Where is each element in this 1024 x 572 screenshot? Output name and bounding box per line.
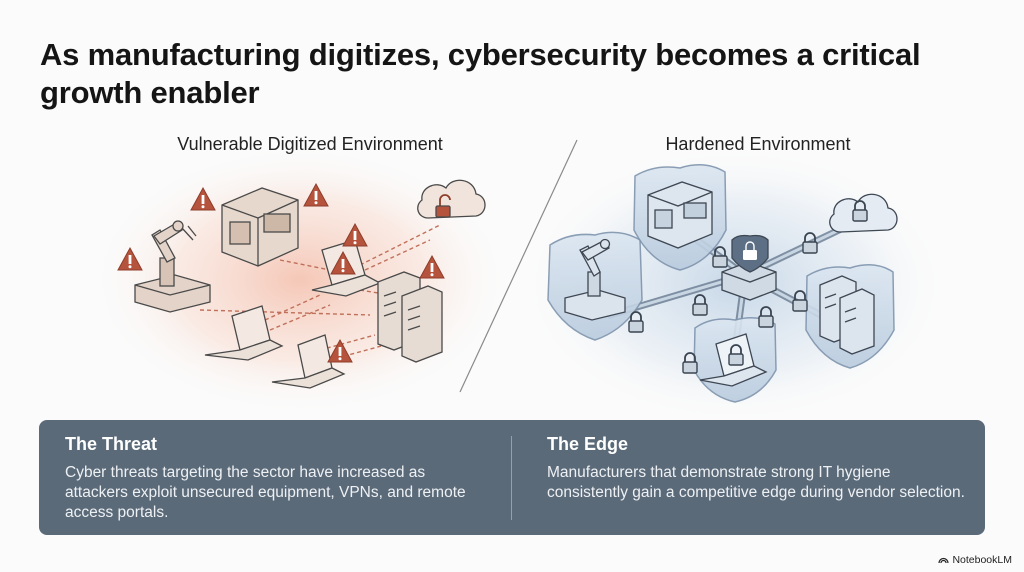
summary-box: The Threat Cyber threats targeting the s… (39, 420, 985, 535)
edge-section: The Edge Manufacturers that demonstrate … (547, 434, 967, 503)
page-title: As manufacturing digitizes, cybersecurit… (40, 37, 921, 110)
robot-arm-icon (564, 238, 626, 321)
laptop-icon (204, 305, 284, 361)
laptop-icon (271, 334, 346, 389)
insecure-links (199, 224, 441, 361)
robot-arm-icon (134, 220, 211, 313)
vulnerable-heading: Vulnerable Digitized Environment (177, 134, 443, 154)
cloud-unlocked-icon (417, 179, 486, 219)
server-rack-icon (819, 275, 875, 355)
network-hub-icon (721, 234, 777, 301)
notebooklm-logo-icon (938, 557, 950, 564)
brand-label: NotebookLM (952, 554, 1012, 566)
cloud-locked-icon (829, 193, 898, 233)
notebooklm-brand: NotebookLM (938, 554, 1012, 566)
threat-section: The Threat Cyber threats targeting the s… (65, 434, 485, 523)
edge-body: Manufacturers that demonstrate strong IT… (547, 464, 965, 501)
threat-body: Cyber threats targeting the sector have … (65, 464, 466, 521)
laptop-icon (699, 333, 768, 387)
cnc-machine-icon (647, 181, 713, 249)
summary-divider (511, 436, 512, 520)
server-rack-icon (377, 271, 443, 363)
edge-title: The Edge (547, 434, 629, 454)
threat-title: The Threat (65, 434, 158, 454)
cnc-machine-icon (221, 187, 299, 267)
panel-divider (459, 139, 578, 393)
